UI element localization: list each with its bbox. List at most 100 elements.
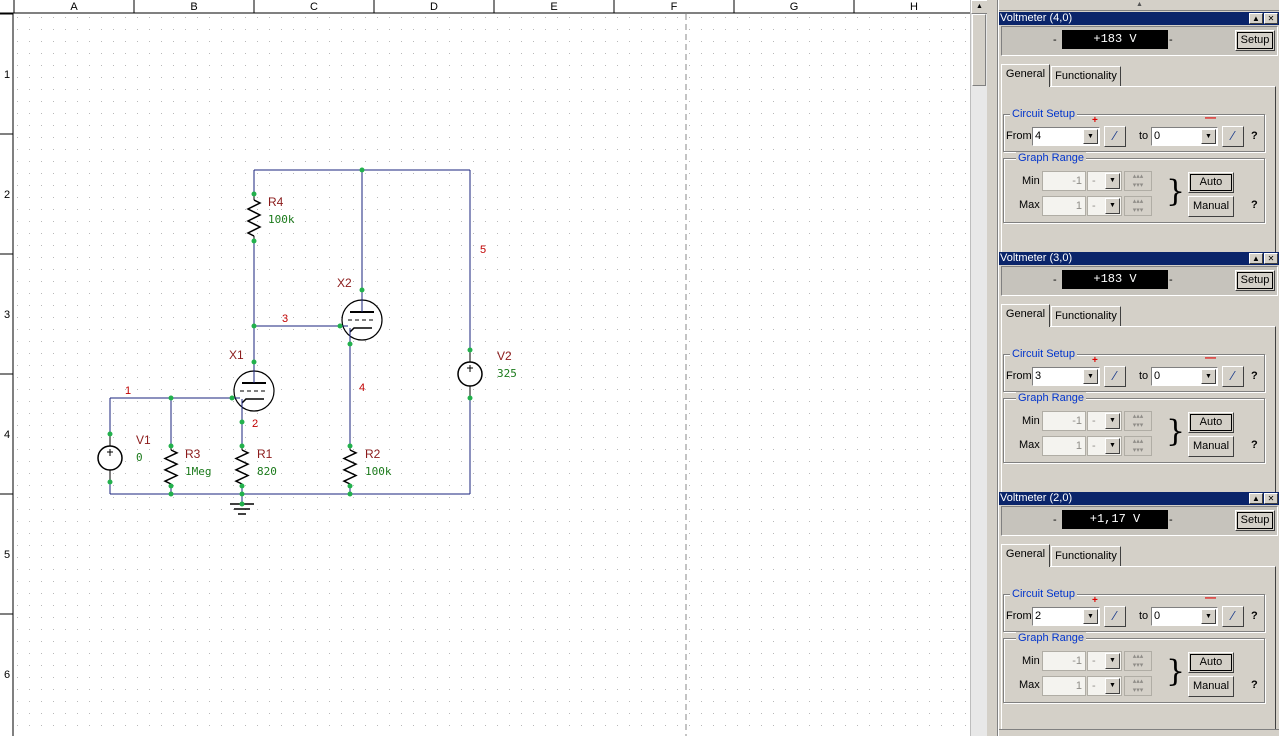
to-combo[interactable]: 0 ▼ bbox=[1151, 367, 1218, 386]
help-icon[interactable]: ? bbox=[1251, 610, 1258, 622]
scrollbar-thumb[interactable] bbox=[972, 14, 986, 86]
min-unit-combo[interactable]: - ▼ bbox=[1087, 651, 1122, 671]
setup-button[interactable]: Setup bbox=[1235, 510, 1275, 531]
from-combo[interactable]: 3 ▼ bbox=[1032, 367, 1100, 386]
max-spinner-icon[interactable]: ▴▴▴▾▾▾ bbox=[1124, 436, 1152, 456]
chevron-down-icon[interactable]: ▼ bbox=[1201, 129, 1216, 144]
tab-general[interactable]: General bbox=[1001, 304, 1050, 327]
chevron-down-icon[interactable]: ▼ bbox=[1105, 678, 1120, 694]
vertical-scrollbar[interactable]: ▲ bbox=[970, 0, 988, 736]
max-unit-combo[interactable]: - ▼ bbox=[1087, 196, 1122, 216]
probe-icon[interactable]: ⁄ bbox=[1104, 366, 1126, 387]
min-input[interactable]: -1 bbox=[1042, 171, 1086, 191]
brace-icon: } bbox=[1166, 414, 1186, 449]
min-input[interactable]: -1 bbox=[1042, 411, 1086, 431]
chevron-down-icon[interactable]: ▼ bbox=[1105, 173, 1120, 189]
node-dot bbox=[347, 491, 353, 497]
from-value: 2 bbox=[1035, 610, 1042, 622]
to-combo[interactable]: 0 ▼ bbox=[1151, 607, 1218, 626]
manual-button[interactable]: Manual bbox=[1188, 676, 1234, 697]
resistor-r1-icon bbox=[234, 449, 250, 485]
manual-button[interactable]: Manual bbox=[1188, 436, 1234, 457]
chevron-down-icon[interactable]: ▼ bbox=[1105, 653, 1120, 669]
chevron-down-icon[interactable]: ▼ bbox=[1083, 369, 1098, 384]
auto-button[interactable]: Auto bbox=[1188, 412, 1234, 433]
max-input[interactable]: 1 bbox=[1042, 196, 1086, 216]
from-combo[interactable]: 4 ▼ bbox=[1032, 127, 1100, 146]
max-unit-combo[interactable]: - ▼ bbox=[1087, 436, 1122, 456]
min-spinner-icon[interactable]: ▴▴▴▾▾▾ bbox=[1124, 171, 1152, 191]
min-unit-combo[interactable]: - ▼ bbox=[1087, 411, 1122, 431]
readout-right-dash: - bbox=[1169, 34, 1173, 46]
max-spinner-icon[interactable]: ▴▴▴▾▾▾ bbox=[1124, 676, 1152, 696]
component-ref-v2: V2 bbox=[497, 349, 512, 363]
from-combo[interactable]: 2 ▼ bbox=[1032, 607, 1100, 626]
setup-button[interactable]: Setup bbox=[1235, 270, 1275, 291]
close-icon[interactable]: ✕ bbox=[1264, 13, 1278, 24]
help-icon[interactable]: ? bbox=[1251, 370, 1258, 382]
min-input[interactable]: -1 bbox=[1042, 651, 1086, 671]
minimize-icon[interactable]: ▲ bbox=[1249, 13, 1263, 24]
circuit-setup-label: Circuit Setup bbox=[1010, 588, 1077, 600]
tab-functionality[interactable]: Functionality bbox=[1051, 546, 1121, 566]
close-icon[interactable]: ✕ bbox=[1264, 253, 1278, 264]
min-spinner-icon[interactable]: ▴▴▴▾▾▾ bbox=[1124, 411, 1152, 431]
triode-cathode bbox=[349, 327, 372, 333]
voltmeter-titlebar[interactable]: Voltmeter (2,0) ▲ ✕ bbox=[999, 492, 1279, 505]
max-spinner-icon[interactable]: ▴▴▴▾▾▾ bbox=[1124, 196, 1152, 216]
readout-left-dash: - bbox=[1053, 274, 1057, 286]
chevron-down-icon[interactable]: ▼ bbox=[1105, 413, 1120, 429]
tab-functionality[interactable]: Functionality bbox=[1051, 306, 1121, 326]
chevron-down-icon[interactable]: ▼ bbox=[1083, 609, 1098, 624]
probe-icon[interactable]: ⁄ bbox=[1104, 126, 1126, 147]
auto-button[interactable]: Auto bbox=[1188, 652, 1234, 673]
scroll-up-arrow-icon[interactable]: ▲ bbox=[971, 0, 988, 14]
node-dot bbox=[467, 395, 473, 401]
readout-bar: - +183 V - Setup bbox=[1001, 266, 1278, 296]
tab-general[interactable]: General bbox=[1001, 64, 1050, 87]
min-spinner-icon[interactable]: ▴▴▴▾▾▾ bbox=[1124, 651, 1152, 671]
column-label-D: D bbox=[430, 1, 438, 13]
auto-button[interactable]: Auto bbox=[1188, 172, 1234, 193]
chevron-down-icon[interactable]: ▼ bbox=[1105, 198, 1120, 214]
tab-functionality[interactable]: Functionality bbox=[1051, 66, 1121, 86]
min-unit-combo[interactable]: - ▼ bbox=[1087, 171, 1122, 191]
help-icon[interactable]: ? bbox=[1251, 439, 1258, 451]
probe-icon[interactable]: ⁄ bbox=[1222, 606, 1244, 627]
plus-marker: + bbox=[1092, 595, 1098, 606]
help-icon[interactable]: ? bbox=[1251, 679, 1258, 691]
manual-button[interactable]: Manual bbox=[1188, 196, 1234, 217]
voltmeter-title: Voltmeter (2,0) bbox=[1000, 492, 1073, 504]
chevron-down-icon[interactable]: ▼ bbox=[1105, 438, 1120, 454]
from-value: 3 bbox=[1035, 370, 1042, 382]
voltmeter-titlebar[interactable]: Voltmeter (4,0) ▲ ✕ bbox=[999, 12, 1279, 25]
tab-general[interactable]: General bbox=[1001, 544, 1050, 567]
node-label-3: 3 bbox=[282, 313, 288, 325]
probe-icon[interactable]: ⁄ bbox=[1222, 366, 1244, 387]
probe-icon[interactable]: ⁄ bbox=[1104, 606, 1126, 627]
probe-icon[interactable]: ⁄ bbox=[1222, 126, 1244, 147]
setup-button[interactable]: Setup bbox=[1235, 30, 1275, 51]
chevron-down-icon[interactable]: ▼ bbox=[1201, 609, 1216, 624]
splitter[interactable] bbox=[987, 0, 998, 736]
node-dot bbox=[251, 323, 257, 329]
node-label-4: 4 bbox=[359, 382, 365, 394]
component-value-r1: 820 bbox=[257, 465, 277, 478]
max-input[interactable]: 1 bbox=[1042, 676, 1086, 696]
minimize-icon[interactable]: ▲ bbox=[1249, 493, 1263, 504]
minimize-icon[interactable]: ▲ bbox=[1249, 253, 1263, 264]
max-input[interactable]: 1 bbox=[1042, 436, 1086, 456]
help-icon[interactable]: ? bbox=[1251, 199, 1258, 211]
max-unit-combo[interactable]: - ▼ bbox=[1087, 676, 1122, 696]
chevron-down-icon[interactable]: ▼ bbox=[1083, 129, 1098, 144]
help-icon[interactable]: ? bbox=[1251, 130, 1258, 142]
tab-panel bbox=[1001, 86, 1276, 252]
to-combo[interactable]: 0 ▼ bbox=[1151, 127, 1218, 146]
voltmeter-titlebar[interactable]: Voltmeter (3,0) ▲ ✕ bbox=[999, 252, 1279, 265]
chevron-down-icon[interactable]: ▼ bbox=[1201, 369, 1216, 384]
component-ref-r3: R3 bbox=[185, 447, 201, 461]
panel-scroll-up-icon[interactable]: ▲ bbox=[999, 0, 1279, 11]
close-icon[interactable]: ✕ bbox=[1264, 493, 1278, 504]
